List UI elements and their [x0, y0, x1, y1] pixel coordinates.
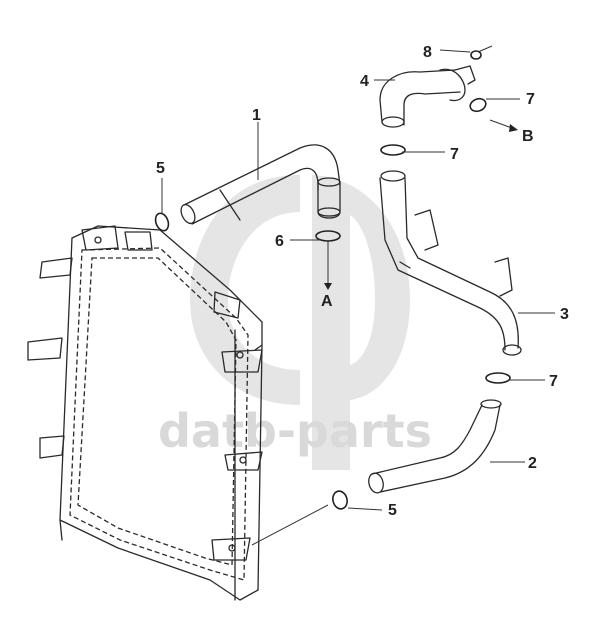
- clamp-7-mid: [380, 144, 406, 156]
- pipe-part-4: [379, 65, 476, 128]
- callout-3: 3: [560, 306, 569, 323]
- callout-2: 2: [528, 455, 537, 472]
- callout-7-lower: 7: [549, 373, 558, 390]
- connection-label-b: B: [522, 128, 534, 145]
- callout-7-mid: 7: [450, 146, 459, 163]
- leader-lines: [161, 45, 555, 546]
- callout-5-lower: 5: [388, 502, 397, 519]
- watermark: datb-parts: [158, 175, 432, 470]
- clamp-7-upper: [469, 97, 487, 113]
- watermark-text: datb-parts: [158, 404, 432, 458]
- callout-5-upper: 5: [156, 160, 165, 177]
- callout-1: 1: [252, 107, 261, 124]
- clamp-5-lower: [332, 490, 348, 510]
- datb-logo-icon: [190, 175, 410, 470]
- pipe-part-3: [379, 170, 522, 356]
- clamp-8: [470, 50, 482, 60]
- callout-8: 8: [423, 44, 432, 61]
- connection-labels: A B: [321, 128, 534, 310]
- clamp-7-lower: [485, 372, 511, 384]
- pipe-part-2: [368, 399, 502, 494]
- pipe-part-1: [180, 144, 341, 225]
- callout-6: 6: [275, 233, 284, 250]
- connection-label-a: A: [321, 293, 333, 310]
- callout-4: 4: [360, 73, 369, 90]
- radiator: [27, 225, 263, 601]
- callouts: 1 2 3 4 5 5 6 7 7 7 8: [156, 44, 569, 519]
- clamp-5-upper: [154, 212, 170, 232]
- callout-7-upper: 7: [526, 91, 535, 108]
